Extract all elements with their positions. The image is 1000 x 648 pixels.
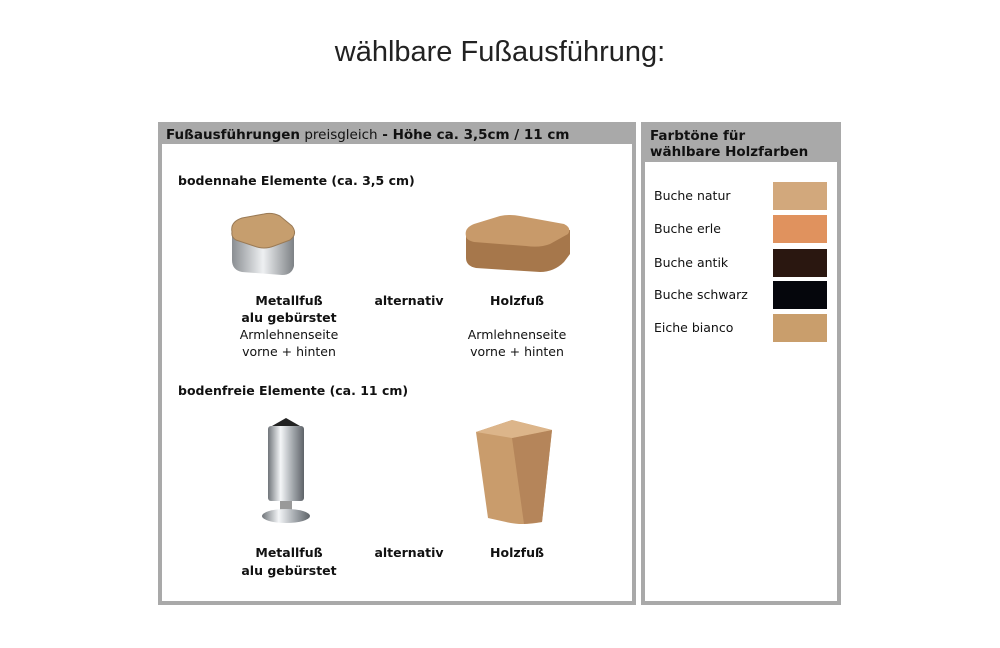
metal-leg-sub: alu gebürstet [241, 563, 337, 578]
wood-foot-low-image [465, 215, 570, 272]
color-label: Buche antik [654, 255, 729, 270]
wood-leg-label: Holzfuß [490, 545, 544, 560]
color-swatch [773, 215, 827, 243]
page-title: wählbare Fußausführung: [334, 36, 666, 68]
header-height: - Höhe ca. 3,5cm / 11 cm [377, 127, 570, 143]
metal-note-2: vorne + hinten [242, 344, 336, 359]
header-bold: Fußausführungen [166, 127, 301, 143]
color-label: Eiche bianco [654, 320, 734, 335]
color-swatch [773, 314, 827, 342]
colors-header-line1: Farbtöne für [650, 128, 746, 144]
metal-foot-label: Metallfuß [255, 293, 323, 308]
metal-note-1: Armlehnenseite [239, 327, 339, 342]
metal-leg-image [262, 418, 310, 523]
wood-note-2: vorne + hinten [470, 344, 564, 359]
wood-note-1: Armlehnenseite [467, 327, 567, 342]
colors-header-line2: wählbare Holzfarben [650, 144, 809, 160]
color-swatch [773, 182, 827, 210]
metal-foot-sub: alu gebürstet [241, 310, 337, 325]
color-swatch [773, 249, 827, 277]
foot-options-panel: Fußausführungen preisgleich - Höhe ca. 3… [158, 122, 636, 605]
panel-header: Fußausführungen preisgleich - Höhe ca. 3… [162, 126, 632, 144]
section-low: bodennahe Elemente (ca. 3,5 cm) [178, 173, 415, 188]
color-label: Buche schwarz [654, 287, 748, 302]
color-label: Buche erle [654, 221, 721, 236]
wood-leg-image [476, 420, 552, 524]
wood-foot-label: Holzfuß [490, 293, 544, 308]
metal-leg-label: Metallfuß [255, 545, 323, 560]
header-normal: preisgleich [300, 127, 378, 143]
metal-foot-low-image [231, 212, 296, 275]
section-high: bodenfreie Elemente (ca. 11 cm) [178, 383, 409, 398]
color-label: Buche natur [654, 188, 731, 203]
alternativ-label: alternativ [374, 293, 444, 308]
alternativ-label-2: alternativ [374, 545, 444, 560]
color-swatch [773, 281, 827, 309]
